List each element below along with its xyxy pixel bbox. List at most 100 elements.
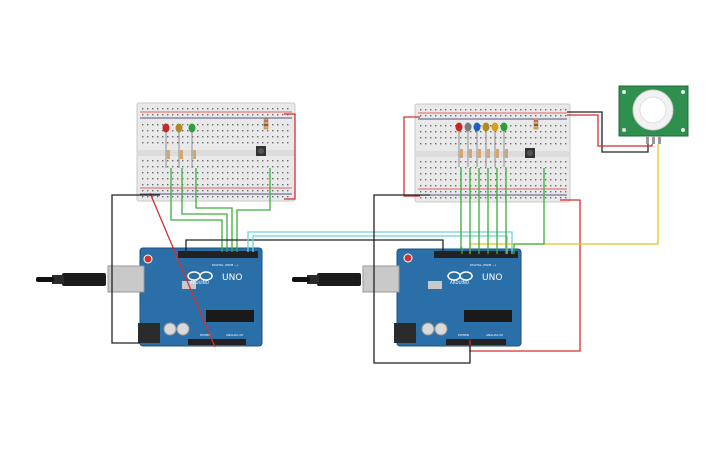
breadboard-hole <box>430 109 432 111</box>
breadboard-hole <box>425 115 427 117</box>
breadboard-hole <box>490 173 492 175</box>
pushbutton-right[interactable] <box>525 148 535 158</box>
led[interactable] <box>188 123 196 133</box>
usb-cable-left[interactable] <box>36 273 106 286</box>
breadboard-hole <box>177 166 179 168</box>
breadboard-hole <box>197 196 199 198</box>
breadboard-hole <box>257 142 259 144</box>
breadboard-hole <box>555 191 557 193</box>
breadboard-hole <box>420 109 422 111</box>
breadboard-hole <box>242 136 244 138</box>
breadboard-hole <box>435 125 437 127</box>
led[interactable] <box>500 122 508 132</box>
breadboard-hole <box>217 190 219 192</box>
breadboard-hole <box>480 125 482 127</box>
breadboard-hole <box>495 191 497 193</box>
breadboard-hole <box>450 161 452 163</box>
breadboard-hole <box>545 197 547 199</box>
breadboard-hole <box>257 172 259 174</box>
breadboard-hole <box>530 125 532 127</box>
breadboard-hole <box>490 143 492 145</box>
breadboard-left[interactable] <box>136 102 296 202</box>
breadboard-hole <box>242 178 244 180</box>
breadboard-hole <box>202 160 204 162</box>
breadboard-hole <box>510 143 512 145</box>
breadboard-hole <box>460 143 462 145</box>
breadboard-hole <box>555 143 557 145</box>
breadboard-hole <box>425 125 427 127</box>
breadboard-hole <box>440 191 442 193</box>
breadboard-hole <box>475 179 477 181</box>
led[interactable] <box>473 122 481 132</box>
breadboard-hole <box>530 173 532 175</box>
breadboard-hole <box>162 196 164 198</box>
breadboard-hole <box>450 115 452 117</box>
led[interactable] <box>482 122 490 132</box>
breadboard-hole <box>450 109 452 111</box>
led-row-right <box>455 122 508 167</box>
breadboard-hole <box>425 143 427 145</box>
breadboard-hole <box>262 136 264 138</box>
led[interactable] <box>175 123 183 133</box>
breadboard-hole <box>550 179 552 181</box>
breadboard-hole <box>232 160 234 162</box>
breadboard-hole <box>555 115 557 117</box>
arduino-uno-left[interactable]: ARDUINO UNO DIGITAL (PWM ~) POWER ANALOG… <box>107 247 263 347</box>
pir-sensor[interactable] <box>618 85 689 144</box>
breadboard-hole <box>525 167 527 169</box>
breadboard-hole <box>550 109 552 111</box>
breadboard-hole <box>197 136 199 138</box>
breadboard-hole <box>197 166 199 168</box>
breadboard-hole <box>485 173 487 175</box>
breadboard-hole <box>242 172 244 174</box>
breadboard-hole <box>485 185 487 187</box>
usb-cable-right[interactable] <box>292 273 361 286</box>
breadboard-hole <box>212 114 214 116</box>
breadboard-hole <box>197 184 199 186</box>
led[interactable] <box>491 122 499 132</box>
breadboard-hole <box>470 197 472 199</box>
breadboard-hole <box>520 143 522 145</box>
breadboard-hole <box>445 197 447 199</box>
pushbutton-left[interactable] <box>256 146 266 156</box>
breadboard-hole <box>262 124 264 126</box>
breadboard-hole <box>500 131 502 133</box>
breadboard-hole <box>187 178 189 180</box>
arduino-uno-right[interactable]: ARDUINO UNO DIGITAL (PWM ~) POWER ANALOG… <box>362 248 522 347</box>
breadboard-hole <box>207 130 209 132</box>
breadboard-hole <box>470 167 472 169</box>
breadboard-hole <box>167 184 169 186</box>
breadboard-hole <box>247 160 249 162</box>
breadboard-hole <box>207 178 209 180</box>
breadboard-hole <box>217 160 219 162</box>
breadboard-hole <box>242 184 244 186</box>
breadboard-right[interactable] <box>414 103 571 203</box>
breadboard-hole <box>207 108 209 110</box>
breadboard-hole <box>420 179 422 181</box>
breadboard-hole <box>440 197 442 199</box>
breadboard-hole <box>252 142 254 144</box>
breadboard-hole <box>177 172 179 174</box>
breadboard-hole <box>550 161 552 163</box>
breadboard-hole <box>455 131 457 133</box>
breadboard-hole <box>555 179 557 181</box>
led[interactable] <box>464 122 472 132</box>
breadboard-hole <box>287 130 289 132</box>
breadboard-hole <box>227 124 229 126</box>
breadboard-hole <box>202 130 204 132</box>
breadboard-hole <box>515 109 517 111</box>
breadboard-hole <box>257 130 259 132</box>
breadboard-hole <box>480 115 482 117</box>
breadboard-hole <box>565 167 567 169</box>
breadboard-hole <box>182 196 184 198</box>
breadboard-hole <box>440 173 442 175</box>
breadboard-hole <box>157 160 159 162</box>
arduino-left-brand: ARDUINO <box>190 280 209 285</box>
breadboard-hole <box>182 124 184 126</box>
breadboard-hole <box>157 178 159 180</box>
breadboard-hole <box>232 166 234 168</box>
breadboard-hole <box>525 115 527 117</box>
led[interactable] <box>162 123 170 133</box>
led[interactable] <box>455 122 463 132</box>
breadboard-hole <box>217 178 219 180</box>
